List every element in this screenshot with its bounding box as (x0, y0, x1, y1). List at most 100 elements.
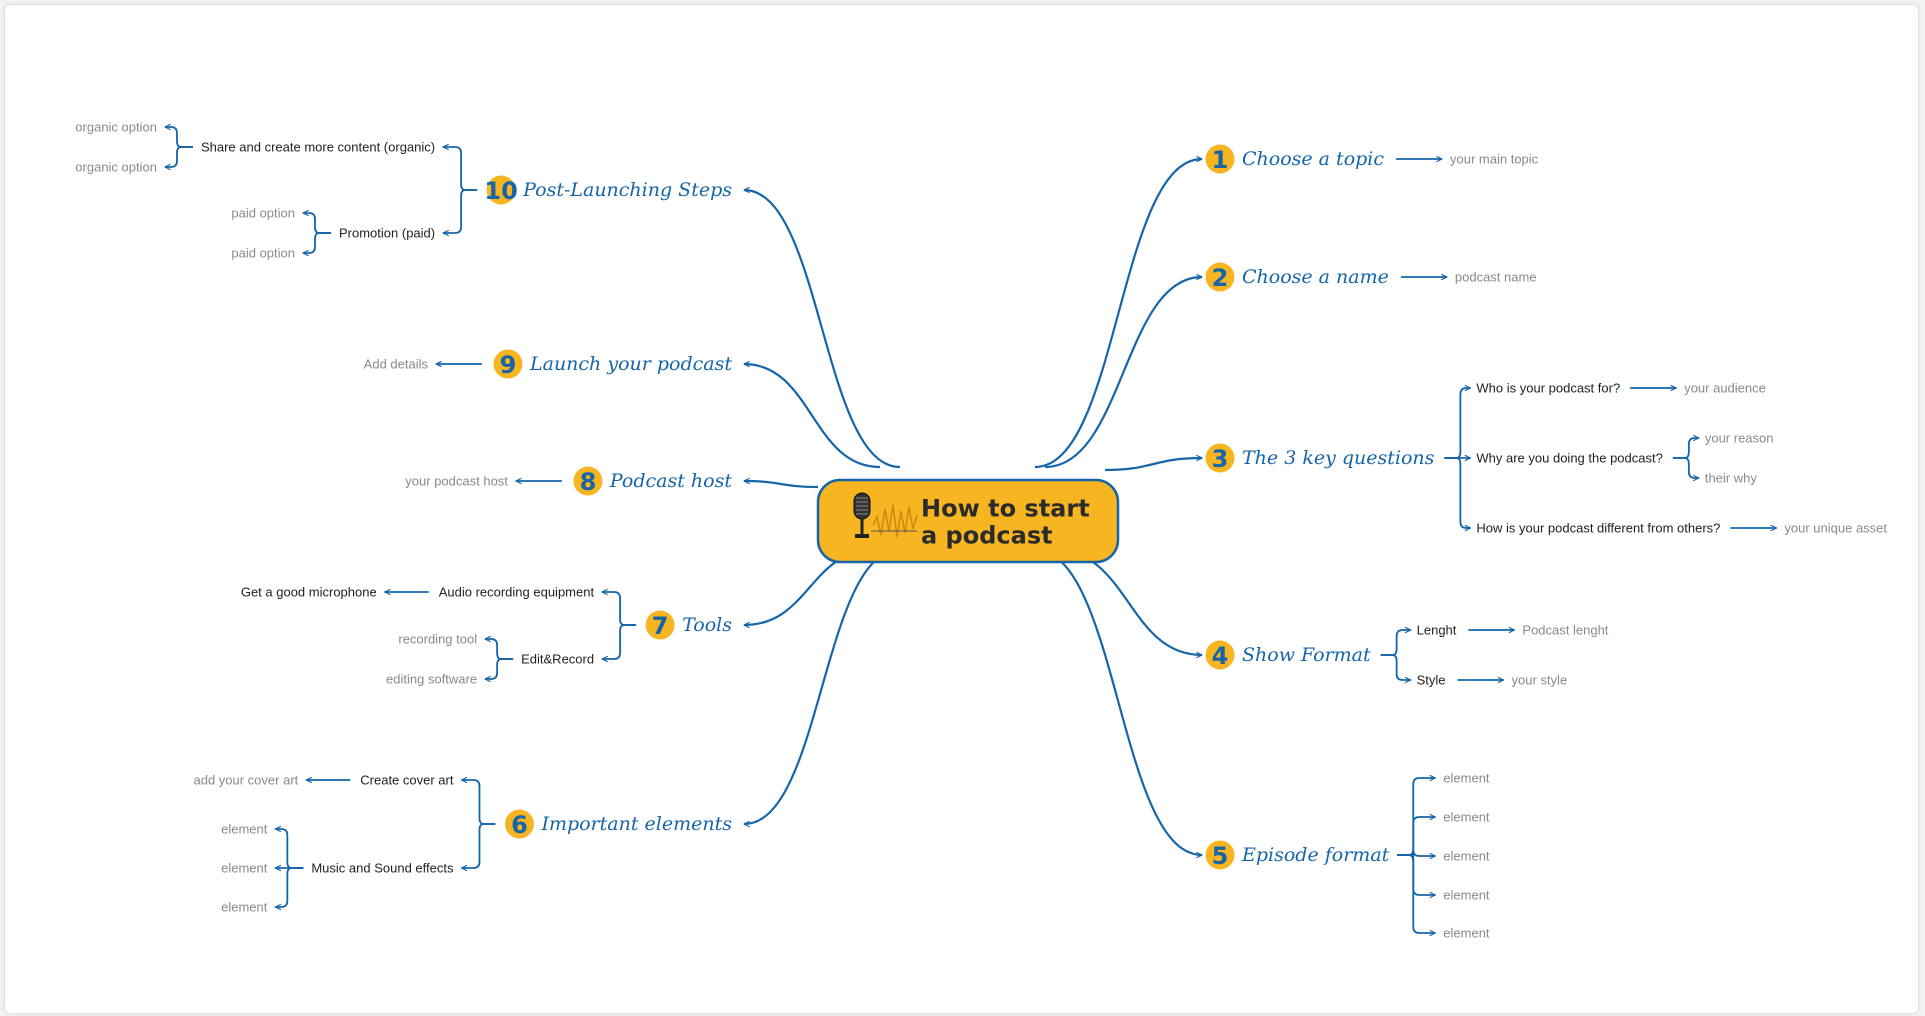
post-launch-item-1: Share and create more content (organic) (201, 140, 435, 155)
episode-format-element-1: element (1443, 771, 1490, 786)
topic-tools-label[interactable]: Tools (682, 614, 732, 636)
edge-center-to-podcast-host (744, 481, 819, 489)
tools-item-2: Edit&Record (521, 652, 594, 667)
edge-show-format-item-2 (1380, 654, 1411, 680)
question-3: How is your podcast different from other… (1476, 521, 1720, 536)
topic-post-launch-number: 10 (484, 177, 517, 205)
topic-podcast-host-badge (573, 466, 603, 496)
topic-key-questions-badge (1205, 443, 1235, 473)
central-title-line2: a podcast (921, 522, 1053, 550)
topic-choose-topic-number: 1 (1212, 146, 1229, 174)
important-elements-item-2-leaf-3: element (221, 900, 268, 915)
topic-launch-number: 9 (500, 351, 517, 379)
answer-2-2: their why (1705, 471, 1758, 486)
edge-center-to-launch (744, 364, 881, 469)
topic-post-launch-badge (486, 175, 516, 205)
important-elements-leaf-1: add your cover art (193, 773, 298, 788)
episode-format-element-5: element (1443, 926, 1490, 941)
episode-format-element-4: element (1443, 888, 1490, 903)
tools-item-2-leaf-1: recording tool (398, 632, 477, 647)
question-1: Who is your podcast for? (1476, 381, 1620, 396)
topic-important-elements-label[interactable]: Important elements (540, 813, 732, 835)
edge-episode-format-element-2 (1397, 817, 1435, 856)
topic-choose-name-label[interactable]: Choose a name (1242, 266, 1389, 288)
topic-podcast-host-number: 8 (580, 468, 597, 496)
edge-center-to-show-format (1054, 548, 1202, 655)
edge-center-to-choose-topic (1034, 159, 1202, 469)
edge-key-questions-question-1 (1444, 388, 1470, 459)
topic-post-launch-label[interactable]: Post-Launching Steps (522, 179, 732, 201)
choose-name-outcome: podcast name (1455, 270, 1537, 285)
important-elements-item-2: Music and Sound effects (311, 861, 454, 876)
important-elements-item-2-leaf-2: element (221, 861, 268, 876)
edge-key-questions-question-3 (1444, 457, 1470, 528)
choose-topic-outcome: your main topic (1450, 152, 1539, 167)
post-launch-item-2-leaf-2: paid option (231, 246, 295, 261)
post-launch-item-1-leaf-2: organic option (75, 160, 157, 175)
edge-tools-item-2-leaf-2 (485, 658, 514, 679)
edge-post-launch-item-1 (443, 147, 478, 191)
edge-post-launch-item-2 (443, 189, 478, 233)
topic-choose-topic-badge (1205, 144, 1235, 174)
edge-episode-format-element-4 (1397, 854, 1435, 895)
edge-center-to-important-elements (744, 548, 901, 824)
edge-important-elements-item-2-leaf-3 (275, 867, 304, 907)
post-launch-item-2-leaf-1: paid option (231, 206, 295, 221)
edge-post-launch-item-1-leaf-2 (165, 146, 193, 167)
topic-podcast-host-label[interactable]: Podcast host (609, 470, 732, 492)
edge-episode-format-element-5 (1397, 854, 1435, 933)
topic-show-format-number: 4 (1212, 642, 1229, 670)
topic-choose-topic-label[interactable]: Choose a topic (1242, 148, 1384, 170)
answer-1: your audience (1684, 381, 1766, 396)
topic-show-format-label[interactable]: Show Format (1242, 644, 1371, 666)
edge-tools-item-1 (602, 592, 637, 626)
answer-3: your unique asset (1784, 521, 1887, 536)
important-elements-item-2-leaf-1: element (221, 822, 268, 837)
tools-item-1: Audio recording equipment (439, 585, 595, 600)
edge-tools-item-2 (602, 624, 637, 659)
topic-key-questions-number: 3 (1212, 445, 1229, 473)
edge-question-2-answer-2 (1672, 457, 1699, 478)
post-launch-item-2: Promotion (paid) (339, 226, 435, 241)
edge-important-elements-item-2-leaf-1 (275, 829, 304, 869)
central-title-line1: How to start (921, 495, 1090, 523)
edge-post-launch-item-1-leaf-1 (165, 127, 193, 148)
show-format-value-2: your style (1512, 673, 1568, 688)
tools-leaf-1: Get a good microphone (241, 585, 377, 600)
edge-center-to-episode-format (1034, 548, 1202, 855)
topic-tools-number: 7 (652, 612, 669, 640)
show-format-item-1: Lenght (1417, 623, 1457, 638)
topic-launch-label[interactable]: Launch your podcast (529, 353, 732, 375)
post-launch-item-1-leaf-1: organic option (75, 120, 157, 135)
topic-show-format-badge (1205, 640, 1235, 670)
answer-2-1: your reason (1705, 431, 1774, 446)
edge-center-to-post-launch (744, 190, 901, 469)
topic-episode-format-number: 5 (1212, 842, 1229, 870)
question-2: Why are you doing the podcast? (1476, 451, 1662, 466)
edge-show-format-item-1 (1380, 630, 1411, 656)
topic-key-questions-label[interactable]: The 3 key questions (1242, 447, 1435, 469)
topic-choose-name-badge (1205, 262, 1235, 292)
edge-tools-item-2-leaf-1 (485, 639, 514, 660)
show-format-item-2: Style (1417, 673, 1446, 688)
edge-important-elements-item-1 (461, 780, 496, 825)
topic-important-elements-number: 6 (511, 811, 528, 839)
episode-format-element-2: element (1443, 810, 1490, 825)
topic-episode-format-label[interactable]: Episode format (1241, 844, 1390, 866)
central-topic[interactable] (816, 478, 1120, 564)
microphone-soundwave-icon (853, 492, 918, 538)
topic-tools-badge (645, 610, 675, 640)
edge-post-launch-item-2-leaf-2 (303, 232, 331, 253)
podcast-host-outcome: your podcast host (405, 474, 508, 489)
topic-important-elements-badge (504, 809, 534, 839)
episode-format-element-3: element (1443, 849, 1490, 864)
edge-center-to-key-questions (1104, 458, 1202, 472)
tools-item-2-leaf-2: editing software (386, 672, 477, 687)
topic-launch-badge (493, 349, 523, 379)
launch-outcome: Add details (364, 357, 429, 372)
important-elements-item-1: Create cover art (360, 773, 454, 788)
topic-episode-format-badge (1205, 840, 1235, 870)
edge-center-to-choose-name (1044, 277, 1202, 469)
